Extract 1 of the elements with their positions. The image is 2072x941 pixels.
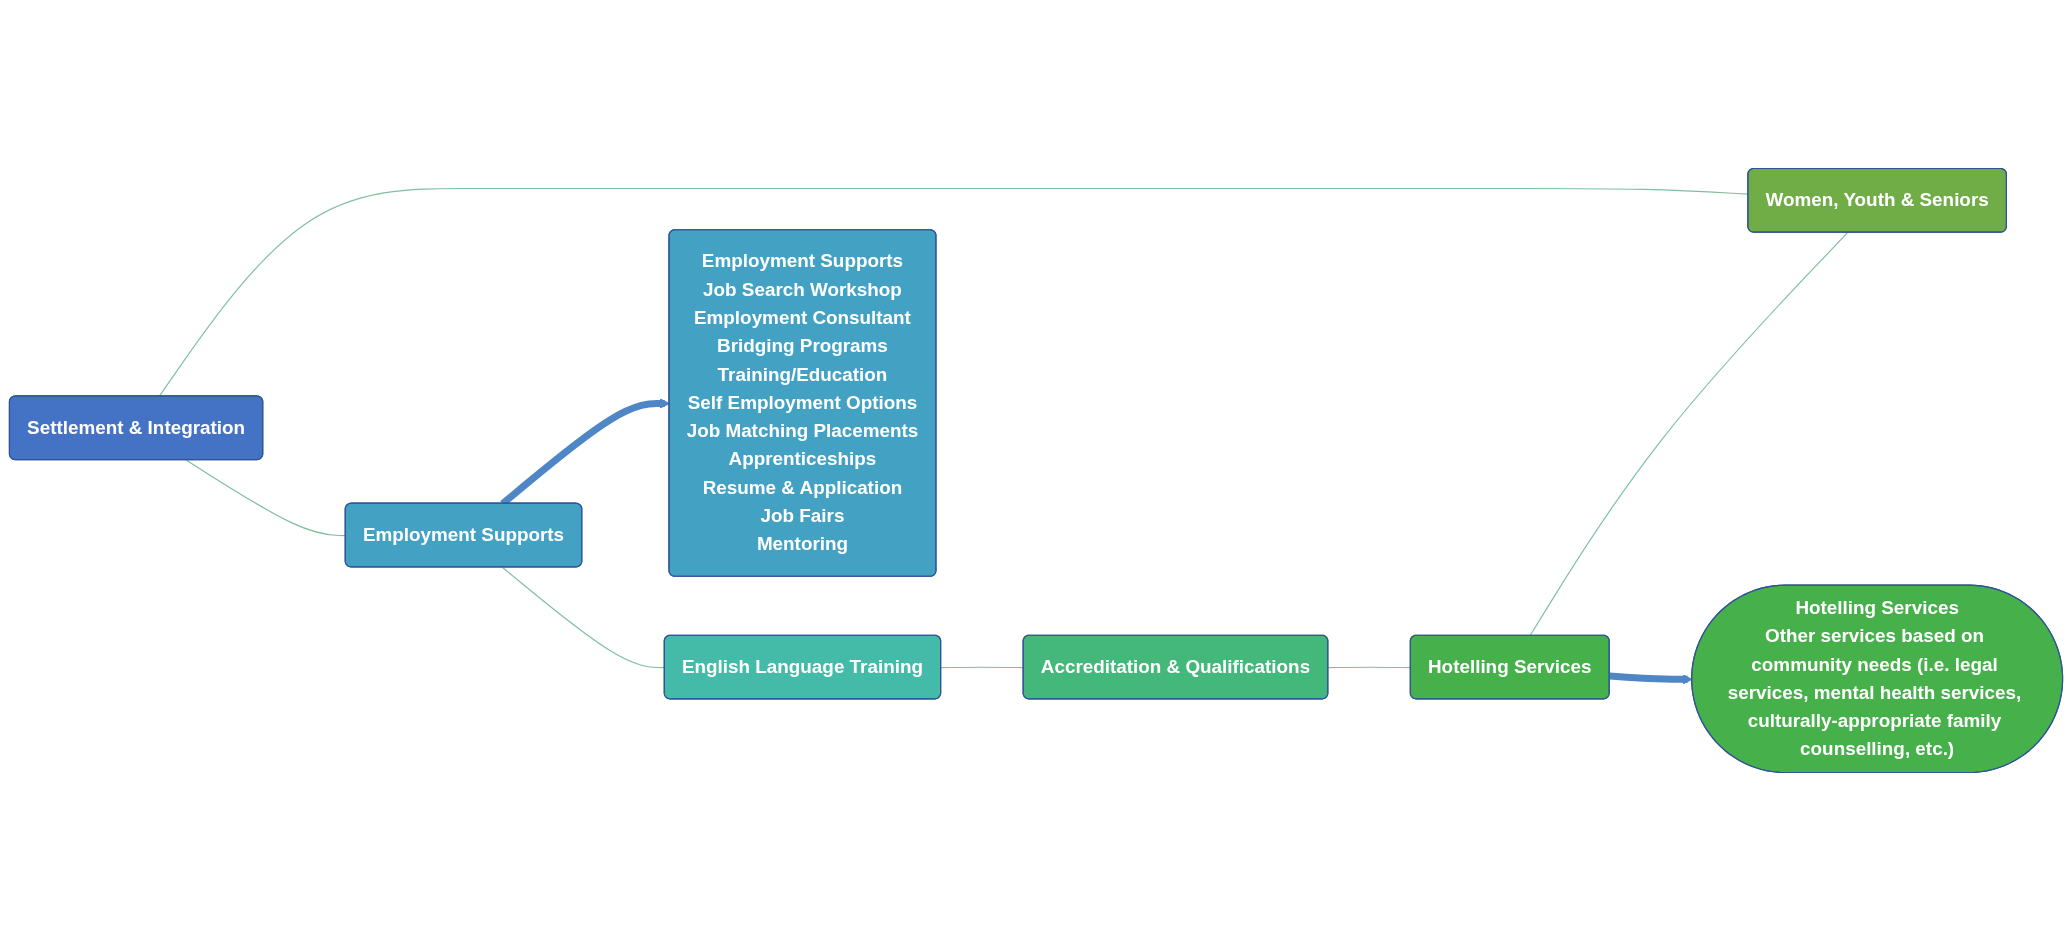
connector	[1529, 232, 1849, 637]
